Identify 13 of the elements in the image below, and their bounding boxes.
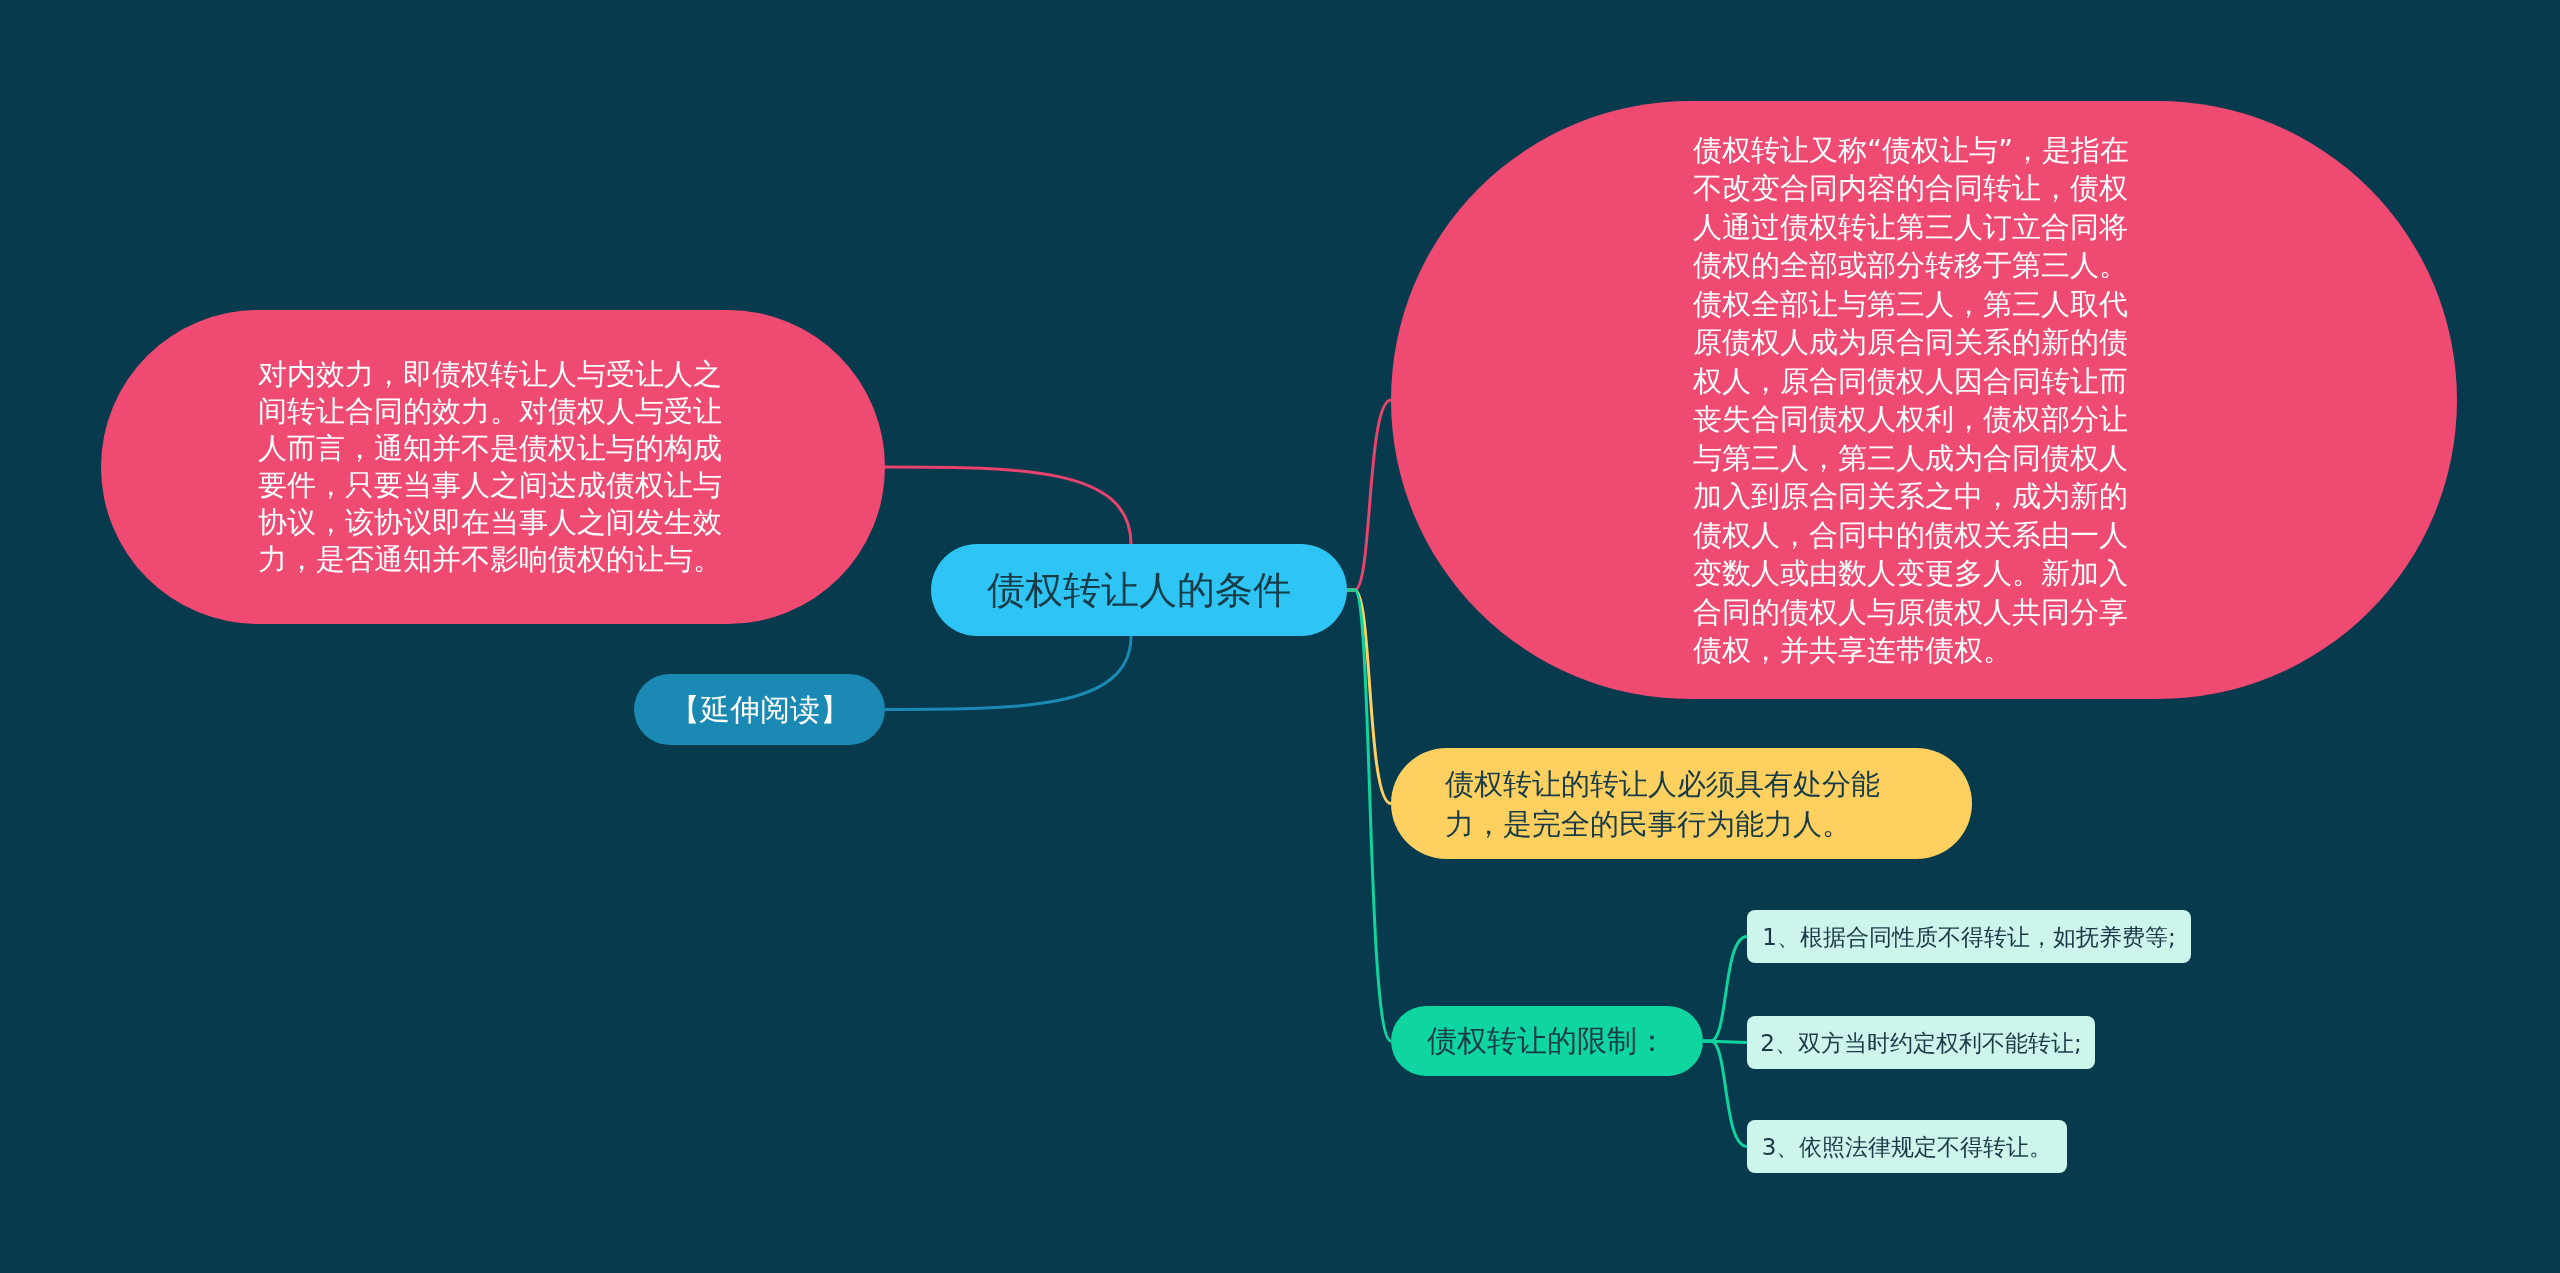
subtopic-box: 3、依照法律规定不得转让。 xyxy=(1747,1120,2067,1173)
connector-line xyxy=(885,635,1133,711)
subtopic-box: 2、双方当时约定权利不能转让; xyxy=(1747,1016,2095,1069)
topic-bubble: 债权转让的限制： xyxy=(1391,1006,1703,1076)
subtopic-box: 1、根据合同性质不得转让，如抚养费等; xyxy=(1747,910,2191,963)
connector-line xyxy=(885,465,1133,545)
connector-line xyxy=(1703,1039,1748,1148)
central-topic-bubble: 债权转让人的条件 xyxy=(931,544,1347,636)
topic-bubble: 债权转让又称“债权让与”，是指在不改变合同内容的合同转让，债权人通过债权转让第三人订立合同将债权的全部或部分转移于第三人。债权全部让与第三人，第三人取代原债权人成为原合同关系的新的债权人，原合同债权人因合同转让而丧失合同债权人权利，债权部分让与第三人，第三人成为合同债权人加入到原合同关系之中，成为新的债权人，合同中的债权关系由一人变数人或由数人变更多人。新加入合同的债权人与原债权人共同分享债权，并共享连带债权。 xyxy=(1391,101,2457,699)
topic-bubble: 对内效力，即债权转让人与受让人之间转让合同的效力。对债权人与受让人而言，通知并不是债权让与的构成要件，只要当事人之间达成债权让与协议，该协议即在当事人之间发生效力，是否通知并不影响债权的让与。 xyxy=(101,310,885,624)
connector-line xyxy=(1347,588,1393,1042)
link-bubble: 【延伸阅读】 xyxy=(634,674,885,745)
topic-bubble: 债权转让的转让人必须具有处分能力，是完全的民事行为能力人。 xyxy=(1391,748,1972,859)
